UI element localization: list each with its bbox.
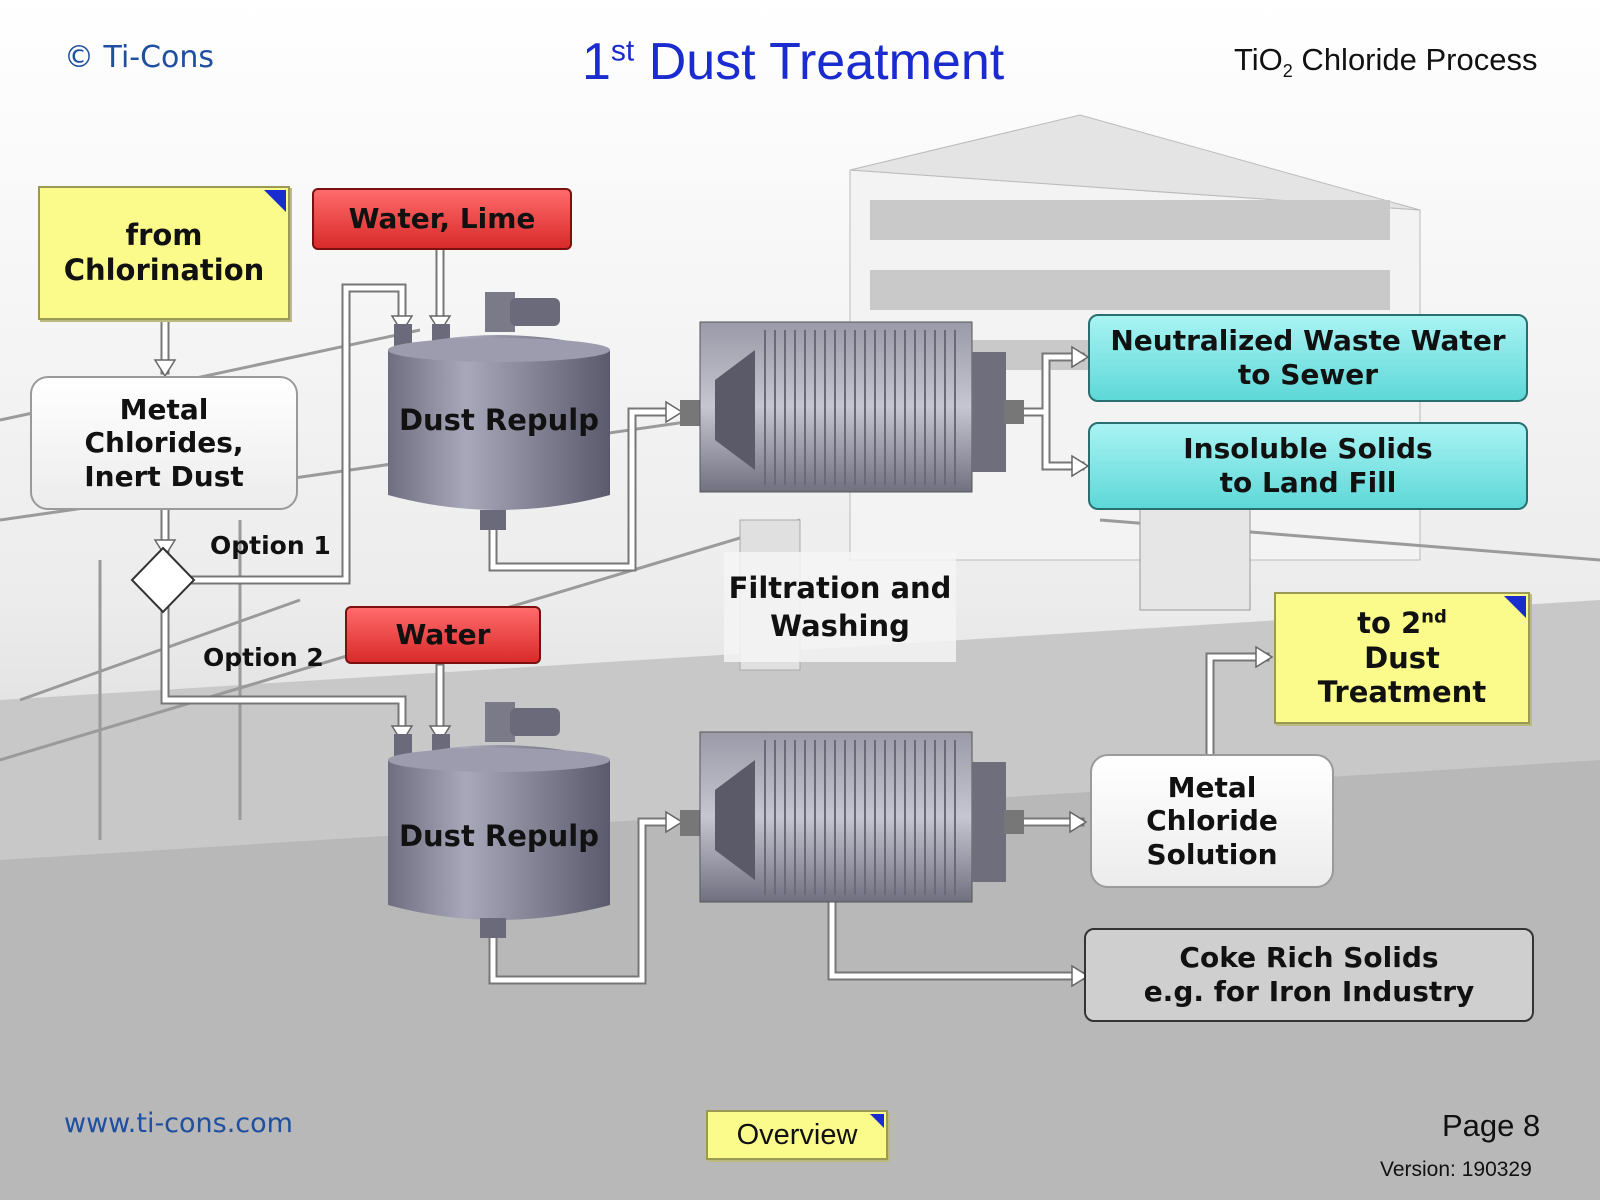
tank-2 (388, 702, 610, 938)
insoluble-solids-output: Insoluble Solids to Land Fill (1088, 422, 1528, 510)
coke-solids-line2: e.g. for Iron Industry (1143, 975, 1475, 1008)
page-number: Page 8 (1442, 1108, 1541, 1143)
coke-solids-line1: Coke Rich Solids (1179, 941, 1439, 975)
water-lime-input: Water, Lime (312, 188, 572, 250)
filter-press-2 (680, 731, 1024, 903)
dust-repulp-2-label: Dust Repulp (398, 819, 600, 853)
overview-button[interactable]: Overview (706, 1110, 888, 1160)
waste-water-output: Neutralized Waste Water to Sewer (1088, 314, 1528, 402)
copyright-text: © Ti-Cons (64, 40, 215, 75)
filtration-line2: Washing (770, 608, 910, 643)
water-input: Water (345, 606, 541, 664)
title-rest: Dust Treatment (634, 33, 1005, 91)
process-suffix: Chloride Process (1292, 42, 1538, 77)
tank-1 (388, 292, 610, 530)
option-1-label: Option 1 (210, 531, 331, 560)
page-title: 1st Dust Treatment (582, 32, 1004, 92)
water-label: Water (395, 618, 491, 652)
metal-chloride-solution-line1: Metal (1167, 770, 1257, 804)
process-sub: 2 (1282, 61, 1293, 82)
dust-repulp-1-label: Dust Repulp (398, 403, 600, 437)
second-treatment-line1: to 2nd (1357, 606, 1447, 641)
waste-water-line2: to Sewer (1237, 358, 1379, 391)
metal-chlorides-line3: Inert Dust (84, 459, 244, 493)
link-corner-icon (1504, 596, 1526, 618)
second-treatment-line2: Dust Treatment (1317, 640, 1487, 710)
from-chlorination-line1: from (125, 218, 203, 253)
filter-press-1 (680, 321, 1024, 493)
link-corner-icon (870, 1114, 884, 1128)
waste-water-line1: Neutralized Waste Water (1110, 324, 1506, 358)
metal-chlorides-node: Metal Chlorides, Inert Dust (30, 376, 298, 510)
second-treatment-sup: nd (1421, 606, 1447, 628)
title-sup: st (610, 34, 635, 68)
overview-label: Overview (736, 1118, 858, 1151)
title-number: 1 (582, 33, 611, 91)
insoluble-solids-line2: to Land Fill (1219, 466, 1397, 499)
from-chlorination-line2: Chlorination (63, 253, 265, 287)
water-lime-label: Water, Lime (348, 202, 536, 236)
second-treatment-link[interactable]: to 2nd Dust Treatment (1274, 592, 1530, 724)
link-corner-icon (264, 190, 286, 212)
metal-chlorides-line1: Metal (119, 392, 209, 426)
second-treatment-pre: to 2 (1357, 605, 1422, 640)
insoluble-solids-line1: Insoluble Solids (1183, 432, 1433, 466)
process-name: TiO2 Chloride Process (1234, 42, 1537, 82)
filtration-label: Filtration and Washing (724, 570, 956, 645)
option-2-label: Option 2 (203, 643, 324, 672)
metal-chloride-solution-line2: Chloride (1146, 804, 1278, 838)
website-link[interactable]: www.ti-cons.com (64, 1108, 293, 1139)
filtration-line1: Filtration and (728, 571, 952, 605)
process-prefix: TiO (1234, 42, 1283, 77)
metal-chloride-solution-line3: Solution (1146, 837, 1278, 871)
version-text: Version: 190329 (1380, 1158, 1532, 1181)
coke-solids-output: Coke Rich Solids e.g. for Iron Industry (1084, 928, 1534, 1022)
decision-diamond (130, 546, 196, 614)
metal-chlorides-line2: Chlorides, (84, 426, 244, 460)
from-chlorination-link[interactable]: from Chlorination (38, 186, 290, 320)
metal-chloride-solution-node: Metal Chloride Solution (1090, 754, 1334, 888)
